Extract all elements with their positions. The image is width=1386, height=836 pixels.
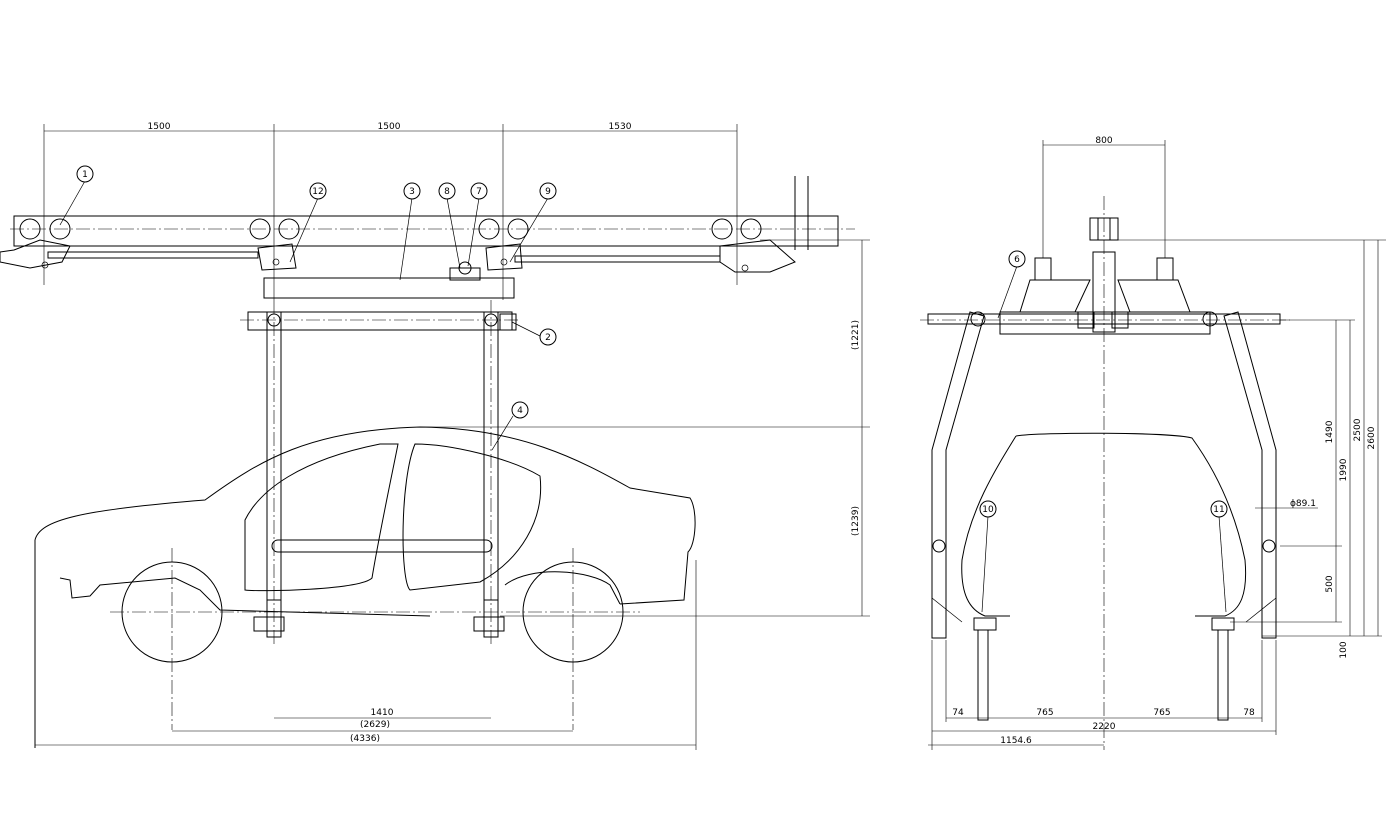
- dim-800: 800: [1095, 136, 1112, 146]
- side-balloons: 1 12 3 8 7 9 2 4: [59, 165, 557, 451]
- dim-78: 78: [1243, 708, 1255, 718]
- balloon-11: 11: [1213, 505, 1224, 515]
- front-trolley: [999, 251, 1211, 335]
- dim-500: 500: [1325, 575, 1335, 592]
- front-view: 800: [920, 136, 1386, 750]
- dim-2220: 2220: [1093, 722, 1116, 732]
- side-bottom-dims: 1410 (2629) (4336): [35, 560, 697, 750]
- dim-1410: 1410: [371, 708, 394, 718]
- balloon-7: 7: [476, 187, 482, 197]
- hanger-columns: [253, 300, 505, 645]
- car-body: [34, 426, 696, 748]
- dim-2600: 2600: [1367, 426, 1377, 449]
- dim-100: 100: [1339, 641, 1349, 658]
- side-view: 1500 1500 1530: [0, 122, 870, 750]
- front-bottom-dims: 74 765 765 78 2220 1154.6: [928, 640, 1277, 750]
- dim-2629: (2629): [360, 720, 390, 730]
- balloon-4: 4: [517, 406, 523, 416]
- dim-1500-mid: 1500: [378, 122, 401, 132]
- balloon-9: 9: [545, 187, 551, 197]
- balloon-1: 1: [82, 170, 88, 180]
- trolley-links: [0, 239, 796, 273]
- front-balloons: 6 10 11: [979, 250, 1228, 613]
- balloon-6: 6: [1014, 255, 1020, 265]
- side-vertical-dims: (1221) (1239): [420, 239, 870, 617]
- front-cross-bar: [927, 313, 1281, 325]
- dim-74: 74: [952, 708, 964, 718]
- dim-phi-89-1: ϕ89.1: [1290, 499, 1316, 509]
- front-vertical-dims: 1490 1990 2500 2600 500 100 ϕ89.1: [1230, 240, 1382, 659]
- car-wheels: [110, 548, 640, 730]
- carrier-beam: [240, 261, 520, 331]
- balloon-3: 3: [409, 187, 415, 197]
- front-side-arms: [931, 311, 1277, 721]
- dim-765-right: 765: [1153, 708, 1170, 718]
- dim-4336: (4336): [350, 734, 380, 744]
- dim-2500: 2500: [1353, 418, 1363, 441]
- dim-1990: 1990: [1339, 458, 1349, 481]
- dim-1221: (1221): [851, 320, 861, 350]
- balloon-12: 12: [312, 187, 323, 197]
- dim-1239: (1239): [851, 506, 861, 536]
- rail-wheels: [19, 218, 762, 240]
- overhead-rail: [10, 176, 855, 250]
- dim-1154-6: 1154.6: [1000, 736, 1032, 746]
- dim-765-left: 765: [1036, 708, 1053, 718]
- dim-1500-left: 1500: [148, 122, 171, 132]
- dim-1530: 1530: [609, 122, 632, 132]
- top-dimension-chain: 1500 1500 1530: [43, 122, 738, 300]
- balloon-2: 2: [545, 333, 551, 343]
- rail-section: [1089, 217, 1386, 241]
- balloon-8: 8: [444, 187, 450, 197]
- dim-1490: 1490: [1325, 420, 1335, 443]
- car-front-outline: [961, 432, 1247, 617]
- balloon-10: 10: [982, 505, 994, 515]
